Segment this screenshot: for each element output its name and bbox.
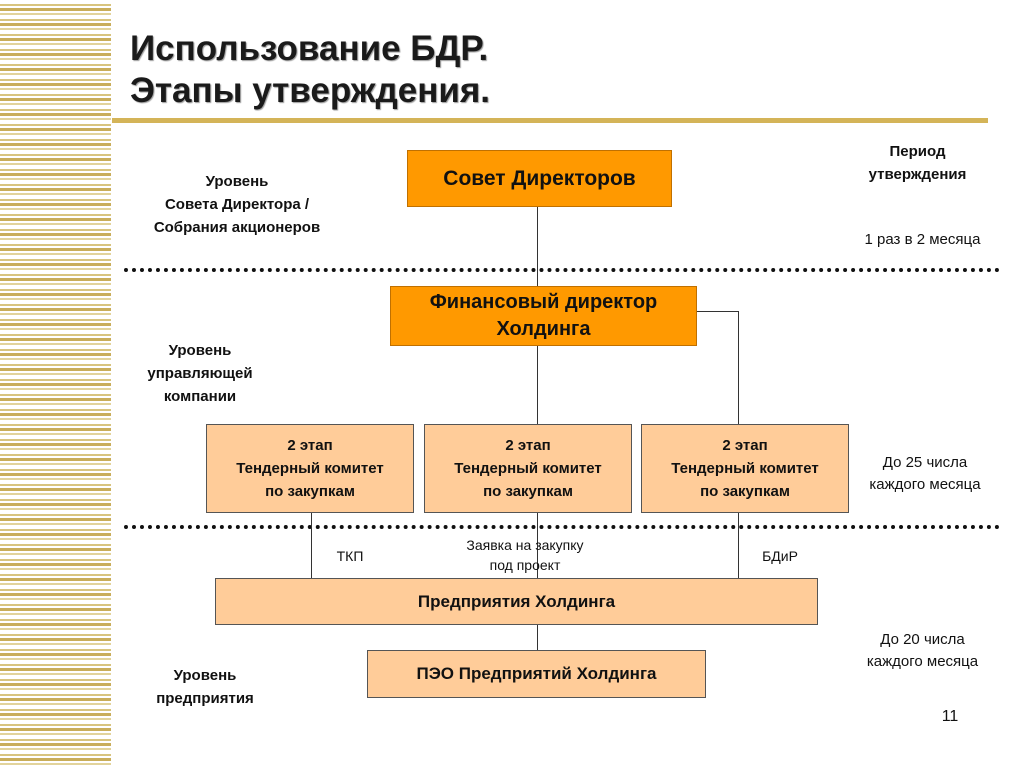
decorative-stripes	[0, 0, 111, 768]
title-underline	[112, 118, 988, 123]
peo-node: ПЭО Предприятий Холдинга	[367, 650, 706, 698]
connector-cfo-tender-2	[537, 345, 538, 424]
tender-committee-node: 2 этап Тендерный комитет по закупкам	[641, 424, 849, 513]
connector-tender-3-enterprises	[738, 513, 739, 578]
page-number: 11	[941, 708, 959, 725]
connector-cfo-tender-3	[738, 311, 739, 424]
title-line-1: Использование БДР.	[130, 29, 489, 68]
period-enterprise: До 20 числа каждого месяца	[866, 631, 979, 670]
connector-cfo-right	[697, 311, 739, 312]
connector-enterprises-peo	[537, 625, 538, 650]
level-label-management: Уровень управляющей компании	[147, 342, 253, 405]
board-of-directors-node: Совет Директоров	[407, 150, 672, 207]
title-line-2: Этапы утверждения.	[130, 71, 491, 110]
edge-label-tkp: ТКП	[336, 548, 364, 564]
period-board: 1 раз в 2 месяца	[864, 231, 981, 248]
level-label-enterprise: Уровень предприятия	[156, 667, 254, 707]
connector-board-cfo	[537, 206, 538, 288]
edge-label-bdir: БДиР	[762, 548, 798, 564]
connector-tender-1-enterprises	[311, 513, 312, 578]
level-label-board: Уровень Совета Директора / Собрания акци…	[153, 173, 321, 236]
edge-label-request: Заявка на закупку под проект	[466, 537, 584, 573]
period-management: До 25 числа каждого месяца	[869, 454, 981, 493]
holding-enterprises-node: Предприятия Холдинга	[215, 578, 818, 625]
level-divider-top	[124, 268, 1000, 272]
slide-title: Использование БДР. Этапы утверждения.	[130, 28, 490, 112]
cfo-node: Финансовый директор Холдинга	[390, 286, 697, 346]
connector-tender-2-enterprises	[537, 513, 538, 578]
tender-committee-node: 2 этап Тендерный комитет по закупкам	[206, 424, 414, 513]
period-header: Период утверждения	[868, 143, 967, 183]
tender-committee-node: 2 этап Тендерный комитет по закупкам	[424, 424, 632, 513]
level-divider-bottom	[124, 525, 1000, 529]
